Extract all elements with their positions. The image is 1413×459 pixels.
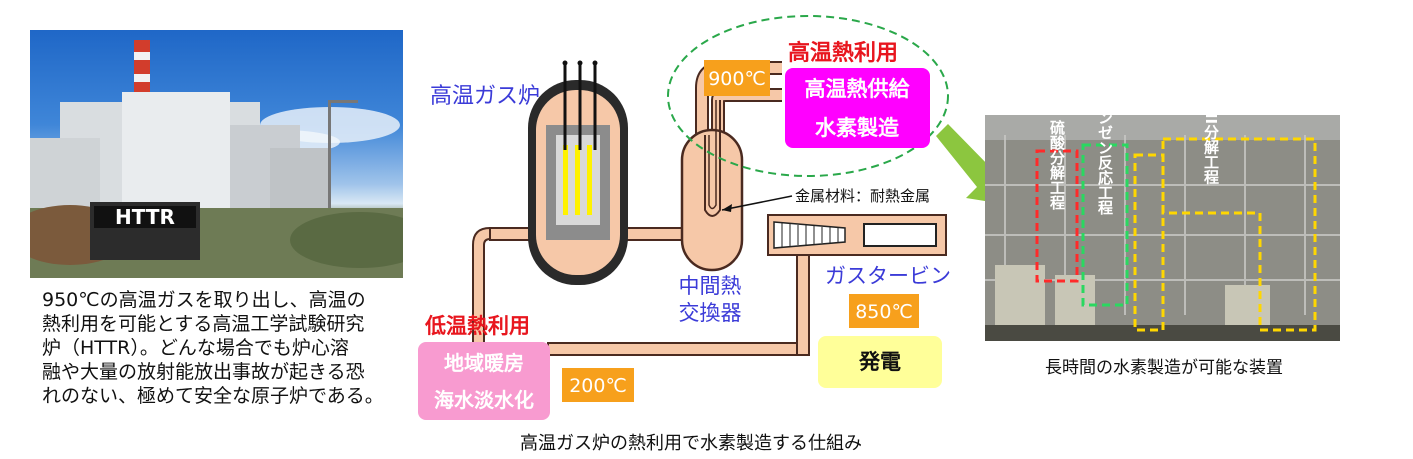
metal-note-arrowhead <box>722 204 732 212</box>
high-temp-use-outline <box>667 15 949 177</box>
temp-900-badge <box>704 60 770 96</box>
process-label-hi: HI分解工程 <box>1202 115 1220 184</box>
temp-200-badge <box>562 368 634 402</box>
temp-850-badge <box>849 294 919 328</box>
httr-sign-text: HTTR <box>115 205 175 229</box>
httr-building-photo: HTTR <box>30 30 403 278</box>
low-temp-use-box <box>418 342 550 420</box>
hx-label-line1: 中間熱 <box>679 274 742 298</box>
hx-label-line2: 交換器 <box>679 301 742 325</box>
hydrogen-plant-photo: 硫酸分解工程 ブンゼン反応工程 HI分解工程 <box>985 115 1340 341</box>
gas-turbine-label: ガスタービン <box>825 264 951 288</box>
plant-photo-illustration: 硫酸分解工程 ブンゼン反応工程 HI分解工程 <box>985 115 1340 341</box>
power-generation-box <box>818 336 942 388</box>
high-temp-use-title: 高温熱利用 <box>788 40 898 66</box>
process-label-sulfuric: 硫酸分解工程 <box>1048 119 1066 210</box>
temp-200-text: 200℃ <box>569 375 627 397</box>
temp-900-text: 900℃ <box>708 68 766 90</box>
power-generation-label: 発電 <box>858 350 901 374</box>
diagram-caption: 高温ガス炉の熱利用で水素製造する仕組み <box>520 433 862 454</box>
low-temp-use-title: 低温熱利用 <box>424 314 530 338</box>
process-label-bunsen: ブンゼン反応工程 <box>1096 115 1114 215</box>
httr-photo-illustration: HTTR <box>30 40 403 278</box>
httr-description-line: 炉（HTTR）。どんな場合でも炉心溶 <box>42 337 349 359</box>
high-temp-item-hydrogen: 水素製造 <box>815 116 900 140</box>
temp-850-text: 850℃ <box>855 301 913 323</box>
httr-description-line: 950℃の高温ガスを取り出し、高温の <box>42 289 366 311</box>
gas-turbine <box>767 214 947 256</box>
metal-note-leader <box>721 195 793 211</box>
httr-description-line: れのない、極めて安全な原子炉である。 <box>42 385 384 407</box>
high-temp-use-box <box>785 68 930 148</box>
httr-description-line: 熱利用を可能とする高温工学試験研究 <box>42 313 365 335</box>
httr-description: 950℃の高温ガスを取り出し、高温の 熱利用を可能とする高温工学試験研究 炉（H… <box>42 288 407 408</box>
intermediate-heat-exchanger <box>680 100 744 272</box>
reactor-vessel <box>528 60 628 285</box>
high-temp-item-heat-supply: 高温熱供給 <box>805 77 911 101</box>
plant-caption: 長時間の水素製造が可能な装置 <box>1045 358 1283 378</box>
httr-description-line: 融や大量の放射能放出事故が起きる恐 <box>42 361 365 383</box>
low-temp-item-heating: 地域暖房 <box>444 351 524 375</box>
low-temp-item-desalination: 海水淡水化 <box>434 388 534 412</box>
metal-material-note: 金属材料：耐熱金属 <box>795 187 930 205</box>
reactor-label: 高温ガス炉 <box>430 84 540 109</box>
